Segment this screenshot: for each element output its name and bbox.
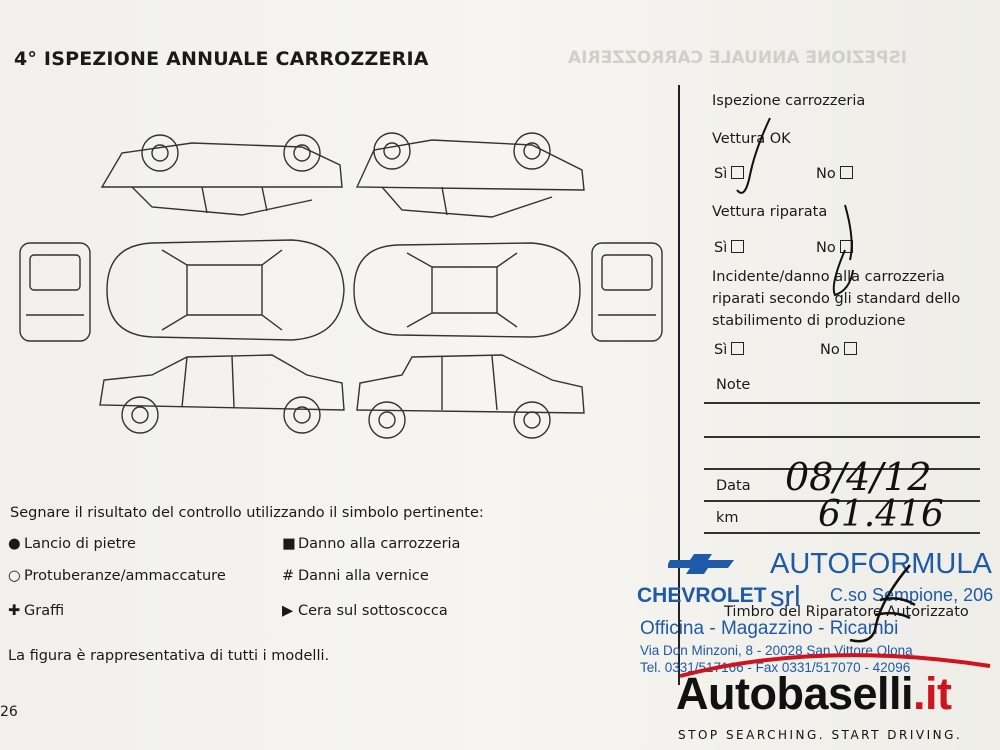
- legend-item: ■Danno alla carrozzeria: [282, 536, 460, 552]
- vettura-ok-yes[interactable]: Sì: [714, 166, 745, 182]
- notes-label: Note: [716, 377, 751, 393]
- stamp-brand: CHEVROLET: [637, 584, 767, 607]
- underbody-wax-symbol: ▶: [282, 603, 294, 619]
- checkmark-riparata-no: [844, 204, 853, 261]
- question-vettura-riparata: Vettura riparata: [712, 204, 828, 220]
- watermark-logo: Autobaselli.it: [676, 668, 952, 720]
- signature-scribble: [849, 564, 916, 643]
- vettura-riparata-yes-checkbox[interactable]: [731, 240, 745, 253]
- vettura-ok-no[interactable]: No: [816, 166, 853, 182]
- notes-line: [704, 436, 980, 438]
- question-incidente-line3: stabilimento di produzione: [712, 313, 906, 329]
- km-label: km: [716, 510, 739, 526]
- car-front-view: [19, 242, 91, 342]
- notes-line: [704, 500, 980, 502]
- car-top-view-right: [353, 242, 581, 338]
- no-label: No: [816, 240, 836, 256]
- legend-item: ✚Graffi: [8, 603, 64, 619]
- stamp-dealer-name: AUTOFORMULA srl: [770, 548, 991, 613]
- handwritten-marks: [736, 117, 854, 297]
- notes-line: [704, 402, 980, 404]
- handwritten-km: 61.416: [818, 494, 944, 535]
- car-side-hatchback: [356, 354, 585, 439]
- vettura-riparata-yes[interactable]: Sì: [714, 240, 745, 256]
- no-label: No: [816, 166, 836, 182]
- stamp-address: C.so Sempione, 206: [830, 585, 994, 605]
- vettura-ok-yes-checkbox[interactable]: [731, 166, 745, 179]
- question-incidente-line2: riparati secondo gli standard dello: [712, 291, 961, 307]
- brand-text: Autobaselli: [676, 668, 914, 719]
- legend-item: #Danni alla vernice: [282, 568, 429, 584]
- section-title: Ispezione carrozzeria: [712, 93, 866, 109]
- checkmark-incidente: [832, 249, 854, 297]
- paint-damage-symbol: #: [282, 568, 295, 584]
- car-rear-view: [591, 242, 663, 342]
- legend-intro: Segnare il risultato del controllo utili…: [10, 505, 484, 521]
- chevrolet-bowtie-icon: [668, 554, 734, 574]
- legend-label: Protuberanze/ammaccature: [24, 568, 226, 584]
- page-title: 4° ISPEZIONE ANNUALE CARROZZERIA: [14, 48, 429, 70]
- legend-label: Danno alla carrozzeria: [298, 536, 461, 552]
- yes-label: Sì: [714, 166, 728, 182]
- car-side-inverted-left: [100, 134, 343, 216]
- notes-line: [704, 532, 980, 534]
- car-top-view-left: [106, 239, 345, 341]
- stone-chip-symbol: ●: [8, 536, 21, 552]
- question-vettura-ok: Vettura OK: [712, 131, 791, 147]
- car-side-sedan: [99, 354, 345, 434]
- incidente-yes[interactable]: Sì: [714, 342, 745, 358]
- legend-item: ●Lancio di pietre: [8, 536, 136, 552]
- legend-item: ▶Cera sul sottoscocca: [282, 603, 448, 619]
- scratch-symbol: ✚: [8, 603, 21, 619]
- dent-symbol: ○: [8, 568, 21, 584]
- page-number: 26: [0, 704, 18, 720]
- yes-label: Sì: [714, 342, 728, 358]
- handwritten-date: 08/4/12: [785, 455, 932, 499]
- vettura-ok-no-checkbox[interactable]: [839, 166, 853, 179]
- incidente-yes-checkbox[interactable]: [731, 342, 745, 355]
- body-damage-symbol: ■: [282, 536, 296, 552]
- legend-label: Graffi: [24, 603, 65, 619]
- brand-tld: .it: [913, 668, 952, 719]
- incidente-no[interactable]: No: [820, 342, 857, 358]
- yes-label: Sì: [714, 240, 728, 256]
- stamp-services: Officina - Magazzino - Ricambi: [640, 618, 899, 639]
- legend-label: Lancio di pietre: [24, 536, 136, 552]
- bleed-through-text: ISPEZIONE ANNUALE CARROZZERIA: [568, 48, 908, 68]
- watermark-slogan: STOP SEARCHING. START DRIVING.: [678, 728, 963, 742]
- brand-swoosh: [679, 653, 991, 678]
- incidente-no-checkbox[interactable]: [843, 342, 857, 355]
- legend-label: Danni alla vernice: [298, 568, 429, 584]
- car-side-inverted-right: [355, 132, 585, 218]
- notes-line: [704, 468, 980, 470]
- checkmark-ok-yes: [736, 117, 771, 194]
- legend-footer: La figura è rappresentativa di tutti i m…: [8, 648, 330, 664]
- question-incidente-line1: Incidente/danno alla carrozzeria: [712, 269, 945, 285]
- car-diagrams: [19, 132, 663, 439]
- form-divider: [678, 85, 680, 685]
- no-label: No: [820, 342, 840, 358]
- legend-label: Cera sul sottoscocca: [298, 603, 448, 619]
- date-label: Data: [716, 478, 751, 494]
- legend-item: ○Protuberanze/ammaccature: [8, 568, 226, 584]
